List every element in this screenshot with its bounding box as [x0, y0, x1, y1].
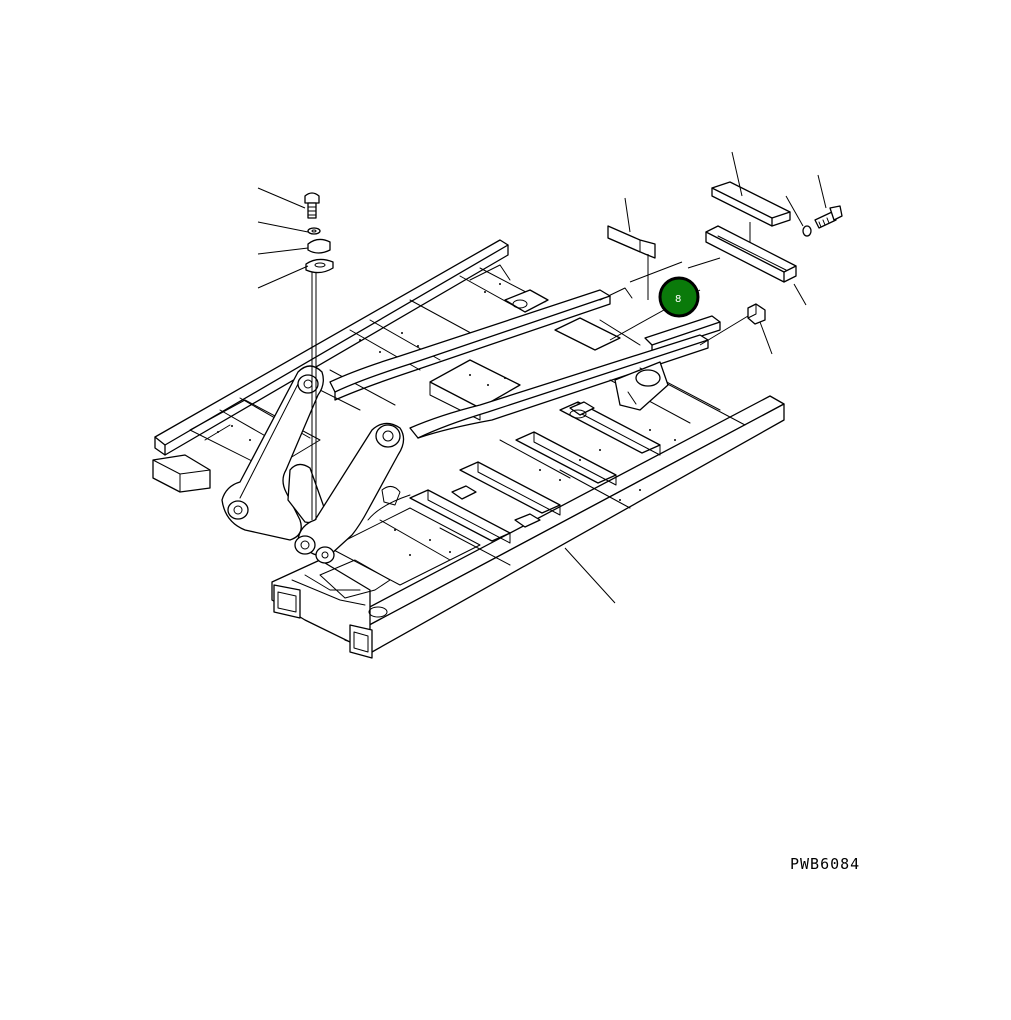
- frame-leader: [564, 547, 616, 604]
- callout-badge[interactable]: 8: [658, 276, 700, 318]
- boom-beam: [329, 289, 709, 439]
- main-frame: [152, 239, 785, 659]
- exploded-fastener-stack: [257, 187, 334, 520]
- link-plates: [221, 365, 411, 564]
- exploded-rail-parts: [607, 151, 843, 355]
- callout-label: 8: [675, 294, 681, 305]
- drawing-code: PWB6084: [790, 855, 860, 873]
